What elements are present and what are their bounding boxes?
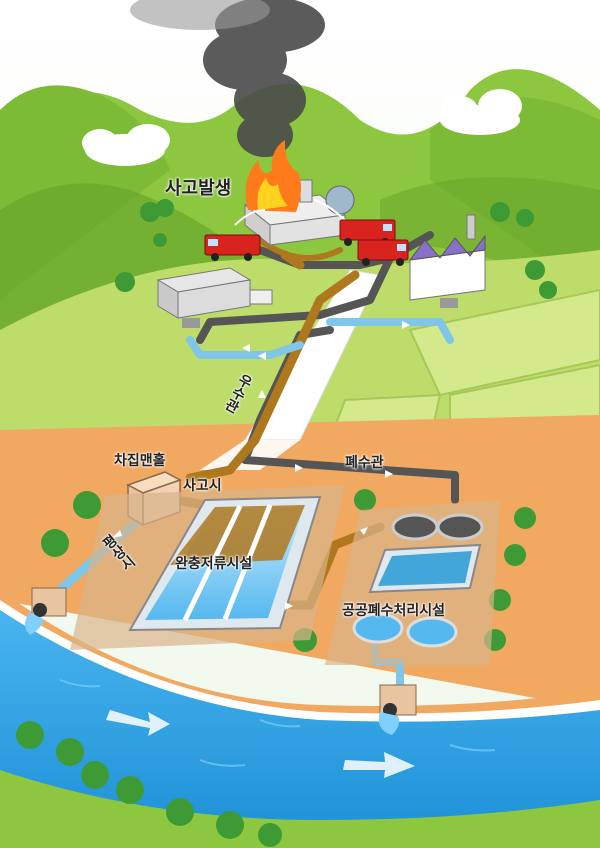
incident-label: 사고발생 (165, 178, 232, 199)
factory-right (408, 214, 486, 308)
factory-left (156, 267, 273, 328)
flow-arrows (112, 321, 410, 610)
wastewater-pipe-label: 폐수관 (345, 455, 384, 471)
smoke (203, 0, 325, 157)
fire-trucks (204, 219, 409, 266)
fire (245, 140, 302, 212)
clouds (82, 89, 522, 166)
interceptor-manhole-label: 차집맨홀 (114, 453, 166, 469)
wastewater-plant (325, 500, 500, 665)
outlet-right (378, 684, 417, 735)
river-arrows (106, 710, 415, 778)
trees (16, 199, 557, 847)
on-incident-label: 사고시 (183, 478, 222, 494)
public-wastewater-plant-label: 공공폐수처리시설 (342, 603, 446, 619)
outlet-left (25, 587, 67, 635)
buffer-storage-facility (70, 485, 345, 650)
buffer-storage-label: 완충저류시설 (175, 556, 253, 572)
